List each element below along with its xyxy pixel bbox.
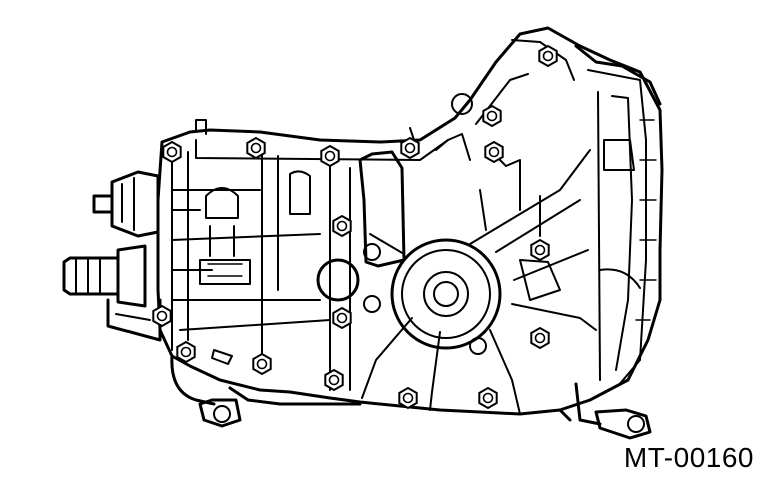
bolt-center: [404, 142, 416, 154]
bolt-center: [336, 220, 348, 232]
speedometer-boss: [92, 170, 160, 238]
bolt-head: [252, 352, 272, 376]
bolt-head: [320, 144, 340, 168]
housing-openings: [316, 93, 487, 355]
breather-bolts: [195, 119, 415, 141]
bolt-head: [332, 214, 352, 238]
bolt-head: [400, 136, 420, 160]
mount-eyes: [198, 398, 652, 440]
bolt-head: [324, 368, 344, 392]
bolt-head: [484, 140, 504, 164]
bolt-head: [246, 136, 266, 160]
bolt-head: [530, 238, 550, 262]
bolt-center: [534, 244, 546, 256]
bolt-center: [156, 310, 168, 322]
bolt-center: [482, 392, 494, 404]
bolt-head: [482, 104, 502, 128]
bolt-head: [332, 306, 352, 330]
bolt-center: [402, 392, 414, 404]
bolt-center: [486, 110, 498, 122]
bolt-center: [534, 332, 546, 344]
bolt-center: [328, 374, 340, 386]
figure-code-label: MT-00160: [623, 442, 754, 473]
bolt-center: [180, 346, 192, 358]
bolt-center: [542, 50, 554, 62]
bolt-head: [162, 140, 182, 164]
bolt-head: [530, 326, 550, 350]
rear-housing: [156, 26, 664, 416]
output-shaft: [62, 244, 147, 308]
bolt-center: [166, 146, 178, 158]
bell-housing: [361, 39, 662, 426]
bolt-center: [250, 142, 262, 154]
bolt-head: [152, 304, 172, 328]
bolt-head: [176, 340, 196, 364]
bolt-head: [478, 386, 498, 410]
bolt-head: [538, 44, 558, 68]
bolt-center: [336, 312, 348, 324]
bolt-head: [398, 386, 418, 410]
bolt-center: [324, 150, 336, 162]
bolt-center: [256, 358, 268, 370]
bolt-center: [488, 146, 500, 158]
housing-bolts: [152, 44, 558, 410]
axle-flange-hub: [390, 238, 502, 350]
lower-left-flange: [106, 298, 162, 342]
